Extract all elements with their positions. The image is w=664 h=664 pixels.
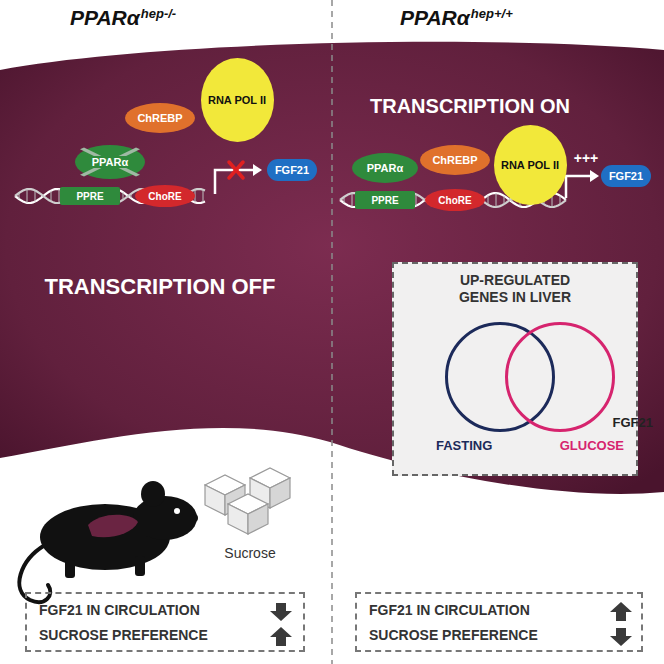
dna-rung	[560, 196, 561, 205]
genotype-name: PPARα	[70, 6, 140, 30]
node-label: RNA POL II	[501, 159, 559, 171]
result-text: SUCROSE PREFERENCE	[369, 623, 641, 648]
node-label: ChoRE	[438, 195, 471, 206]
dna-element: PPRE	[355, 191, 415, 209]
sucrose-cubes	[205, 468, 290, 534]
divider	[331, 0, 333, 664]
protein-ellipse: ChREBP	[420, 145, 490, 175]
node-label: PPRE	[371, 195, 398, 206]
gene-pill: FGF21	[601, 165, 651, 187]
dna-rung	[19, 193, 20, 199]
result-box: FGF21 IN CIRCULATIONSUCROSE PREFERENCE	[25, 592, 305, 652]
genotype-superscript: hep-/-	[141, 6, 176, 21]
circle-label: FASTING	[436, 438, 492, 453]
node-label: FGF21	[275, 164, 309, 176]
sucrose-label: Sucrose	[224, 545, 275, 561]
genotype-title: PPARαhep+/+	[400, 6, 513, 30]
result-text: FGF21 IN CIRCULATION	[369, 598, 641, 623]
active-arrow	[566, 176, 592, 198]
dna-rung	[344, 197, 345, 203]
status-label: TRANSCRIPTION OFF	[45, 274, 276, 300]
node-label: RNA POL II	[208, 94, 266, 106]
genotype-superscript: hep+/+	[471, 6, 513, 21]
node-label: ChREBP	[432, 154, 477, 166]
genotype-name: PPARα	[400, 6, 470, 30]
venn-circle: FASTING	[445, 322, 555, 432]
status-label: TRANSCRIPTION ON	[370, 95, 570, 118]
venn-circle: GLUCOSE	[505, 322, 615, 432]
arrow-head	[590, 170, 599, 182]
protein-ellipse: PPARα	[352, 153, 418, 183]
red-x	[229, 162, 243, 178]
protein-ellipse: ChREBP	[125, 103, 195, 133]
dna-rung	[416, 194, 417, 206]
node-label: FGF21	[609, 170, 643, 182]
gene-pill: FGF21	[267, 159, 317, 181]
result-text: FGF21 IN CIRCULATION	[39, 598, 303, 623]
dna-element: ChoRE	[135, 185, 195, 207]
node-label: ChoRE	[148, 191, 181, 202]
dna-rung	[131, 194, 132, 198]
dna-element: ChoRE	[425, 189, 485, 211]
dna-rung	[496, 193, 497, 207]
venn-panel: UP-REGULATED GENES IN LIVERFASTINGGLUCOS…	[392, 262, 638, 476]
mouse-silhouette	[19, 481, 198, 602]
result-text: SUCROSE PREFERENCE	[39, 623, 303, 648]
node-label: PPARα	[367, 162, 404, 174]
protein-ellipse: PPARα	[75, 145, 145, 179]
circle-label: GLUCOSE	[560, 438, 624, 453]
dna-rung	[203, 190, 204, 202]
expression-mark: +++	[574, 150, 599, 166]
arrow-head	[253, 164, 262, 176]
overlap-gene: FGF21	[613, 415, 653, 430]
dna-rung	[51, 191, 52, 202]
polymerase-ellipse: RNA POL II	[494, 125, 567, 205]
node-label: PPRE	[76, 191, 103, 202]
dna-rung	[504, 196, 505, 204]
genotype-title: PPARαhep-/-	[70, 6, 176, 30]
dna-rung	[352, 193, 353, 207]
node-label: ChREBP	[137, 112, 182, 124]
dna-rung	[43, 195, 44, 196]
node-label: PPARα	[90, 156, 131, 168]
panel-title: UP-REGULATED GENES IN LIVER	[445, 272, 585, 306]
dna-rung	[35, 190, 36, 201]
result-box: FGF21 IN CIRCULATIONSUCROSE PREFERENCE	[355, 592, 643, 652]
polymerase-ellipse: RNA POL II	[201, 58, 274, 142]
dna-element: PPRE	[60, 187, 120, 205]
dna-rung	[123, 192, 124, 200]
dna-rung	[488, 195, 489, 204]
dna-rung	[27, 189, 28, 203]
